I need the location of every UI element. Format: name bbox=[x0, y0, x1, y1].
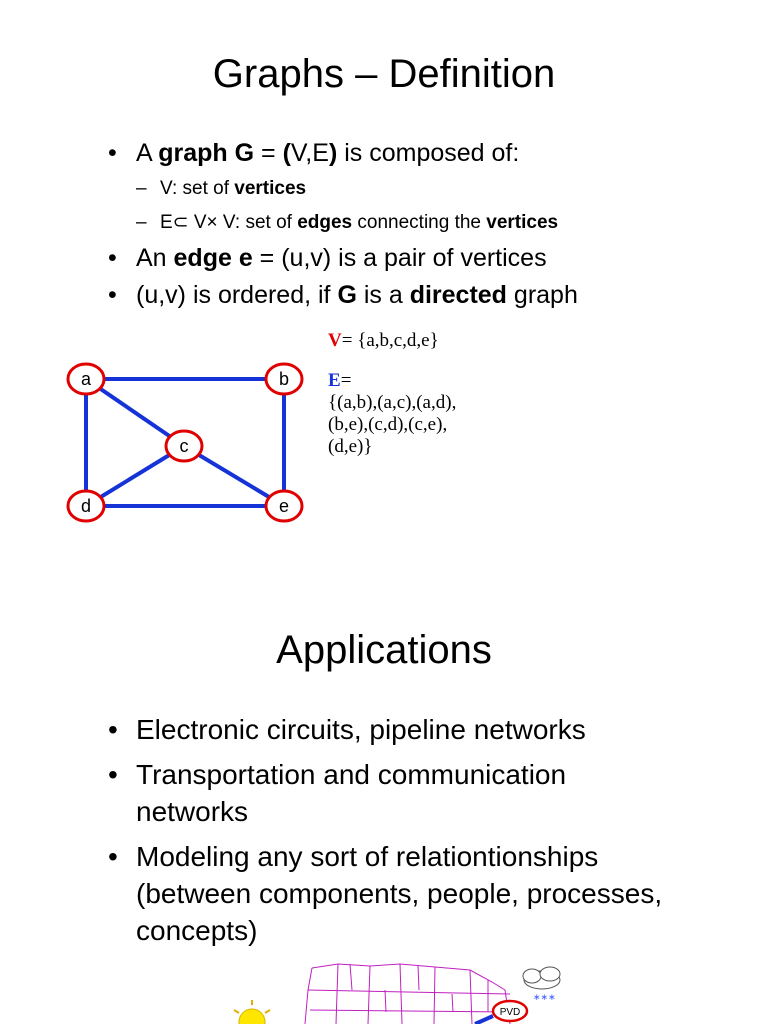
bullet-bold-term: ( bbox=[282, 139, 291, 167]
bullet-text: is a bbox=[356, 281, 410, 309]
vertex-set-line: V= {a,b,c,d,e} bbox=[328, 330, 456, 352]
graph-edge-ac bbox=[84, 377, 186, 448]
sub-bullet-bold-term: vertices bbox=[234, 178, 307, 199]
route-edge bbox=[474, 1014, 494, 1024]
edge-set-label: E bbox=[328, 370, 341, 391]
us-map-image: ∗∗∗ PVD bbox=[233, 963, 561, 1024]
slide-title-graphs-definition: Graphs – Definition bbox=[212, 52, 556, 96]
bullet-text: graph bbox=[506, 281, 578, 309]
bullet-bold-term: graph G bbox=[158, 139, 255, 167]
graph-node-c: c bbox=[164, 429, 204, 463]
vertex-edge-sets: V= {a,b,c,d,e} E= {(a,b),(a,c),(a,d), (b… bbox=[328, 330, 456, 458]
bullet-text: is composed of: bbox=[337, 139, 520, 167]
graph-edge-cd bbox=[84, 444, 186, 508]
sub-bullet-bold-term: edges bbox=[297, 212, 353, 233]
graph-node-label: b bbox=[279, 369, 289, 389]
edge-set-line: (d,e)} bbox=[328, 436, 373, 457]
edge-set-line: (b,e),(c,d),(c,e), bbox=[328, 414, 448, 435]
graph-node-label: c bbox=[180, 436, 189, 456]
bullet-text: Electronic circuits, pipeline networks bbox=[136, 714, 586, 745]
bullet-text: A bbox=[136, 139, 159, 167]
state-borders bbox=[304, 963, 511, 1024]
bullet-text: Modeling any sort of relationtionships bbox=[136, 841, 599, 872]
sub-bullet-bold-term: vertices bbox=[486, 212, 559, 233]
sub-bullet-text: E⊂ V× V: set of bbox=[160, 212, 298, 233]
graph-node-e: e bbox=[264, 489, 304, 523]
bullet-text: = (u,v) is a pair of vertices bbox=[252, 244, 547, 272]
sub-bullet-vertices: V: set of vertices bbox=[136, 172, 748, 206]
bullet-modeling-relationships: Modeling any sort of relationtionships (… bbox=[108, 838, 748, 949]
graph-node-label: a bbox=[81, 369, 92, 389]
bullet-text: networks bbox=[136, 796, 249, 827]
graph-node-b: b bbox=[264, 362, 304, 396]
edge-set-header: E= bbox=[328, 370, 456, 392]
bullet-edge-definition: An edge e = (u,v) is a pair of vertices bbox=[108, 240, 748, 277]
bullet-text: An bbox=[136, 244, 174, 272]
bullet-bold-term: G bbox=[337, 281, 357, 309]
cloud-icon: ∗∗∗ bbox=[522, 966, 561, 1002]
rain-drops-icon: ∗∗∗ bbox=[533, 992, 556, 1002]
bullet-electronic-circuits: Electronic circuits, pipeline networks bbox=[108, 711, 748, 748]
pvd-node: PVD bbox=[491, 999, 529, 1023]
sub-bullet-list: V: set of vertices E⊂ V× V: set of edges… bbox=[136, 172, 748, 240]
example-graph-diagram: a b c d e bbox=[66, 362, 304, 523]
bullet-text: concepts) bbox=[136, 915, 258, 946]
sub-bullet-text: connecting the bbox=[352, 212, 487, 233]
bullet-text: Transportation and communication bbox=[136, 759, 567, 790]
bullet-bold-term: directed bbox=[409, 281, 507, 309]
bullet-bold-term: edge e bbox=[173, 244, 253, 272]
vertex-set-label: V bbox=[328, 330, 342, 351]
bullet-text: V,E bbox=[290, 139, 329, 167]
sub-bullet-edges: E⊂ V× V: set of edges connecting the ver… bbox=[136, 206, 748, 240]
edge-set-line: {(a,b),(a,c),(a,d), bbox=[328, 392, 457, 413]
graph-node-a: a bbox=[66, 362, 106, 396]
pvd-label: PVD bbox=[500, 1007, 521, 1018]
sub-bullet-text: V: set of bbox=[160, 178, 235, 199]
applications-bullet-list: Electronic circuits, pipeline networks T… bbox=[108, 711, 748, 949]
bullet-graph-composition: A graph G = (V,E) is composed of: V: set… bbox=[108, 135, 748, 240]
graph-node-d: d bbox=[66, 489, 106, 523]
bullet-bold-term: ) bbox=[328, 139, 338, 167]
bullet-transportation: Transportation and communication network… bbox=[108, 756, 748, 830]
edge-set-equals: = bbox=[340, 370, 352, 391]
bullet-text: (u,v) is ordered, if bbox=[136, 281, 338, 309]
vertex-set-value: = {a,b,c,d,e} bbox=[341, 330, 439, 351]
slide-title-applications: Applications bbox=[276, 628, 492, 672]
bullet-text: (between components, people, processes, bbox=[136, 878, 663, 909]
graph-node-label: d bbox=[81, 496, 91, 516]
graph-node-label: e bbox=[279, 496, 289, 516]
bullet-text: = bbox=[254, 139, 283, 167]
sun-icon bbox=[233, 1000, 271, 1024]
graph-edge-ce bbox=[182, 444, 286, 508]
bullet-directed-graph: (u,v) is ordered, if G is a directed gra… bbox=[108, 277, 748, 314]
definition-bullet-list: A graph G = (V,E) is composed of: V: set… bbox=[108, 135, 748, 314]
